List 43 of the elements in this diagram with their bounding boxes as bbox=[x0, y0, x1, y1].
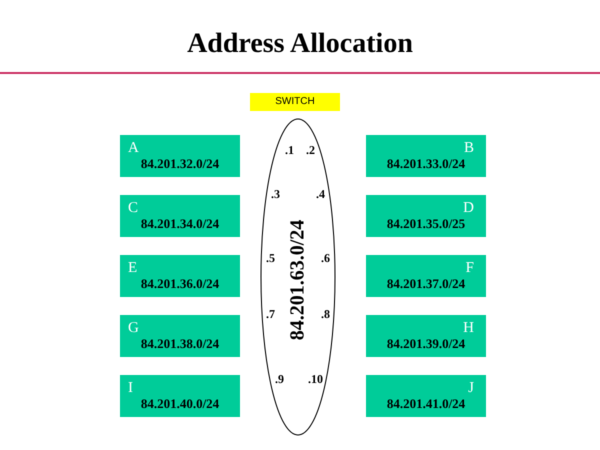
subnet-address: 84.201.36.0/24 bbox=[140, 276, 220, 292]
site-letter: F bbox=[466, 260, 474, 277]
switch-label: SWITCH bbox=[250, 93, 340, 111]
site-letter: J bbox=[468, 380, 474, 397]
port-address: .4 bbox=[316, 187, 325, 202]
subnet-address: 84.201.40.0/24 bbox=[140, 396, 220, 412]
port-address: .2 bbox=[306, 143, 315, 158]
subnet-address: 84.201.33.0/24 bbox=[386, 156, 466, 172]
subnet-box bbox=[120, 255, 240, 297]
subnet-address: 84.201.32.0/24 bbox=[140, 156, 220, 172]
port-address: .5 bbox=[266, 251, 275, 266]
subnet-box bbox=[366, 135, 486, 177]
subnet-box bbox=[366, 255, 486, 297]
site-letter: I bbox=[128, 380, 133, 397]
subnet-address: 84.201.38.0/24 bbox=[140, 336, 220, 352]
subnet-box bbox=[366, 375, 486, 417]
port-address: .6 bbox=[321, 251, 330, 266]
subnet-box bbox=[366, 315, 486, 357]
subnet-box bbox=[120, 375, 240, 417]
port-address: .7 bbox=[266, 307, 275, 322]
site-letter: G bbox=[128, 320, 139, 337]
port-address: .3 bbox=[271, 187, 280, 202]
subnet-box bbox=[120, 135, 240, 177]
subnet-address: 84.201.63.0/24 bbox=[286, 220, 310, 340]
site-letter: B bbox=[464, 140, 474, 157]
port-address: .9 bbox=[275, 372, 284, 387]
slide-title: Address Allocation bbox=[186, 28, 414, 60]
subnet-address: 84.201.37.0/24 bbox=[386, 276, 466, 292]
site-letter: E bbox=[128, 260, 138, 277]
subnet-address: 84.201.35.0/25 bbox=[386, 216, 466, 232]
site-letter: H bbox=[463, 320, 474, 337]
subnet-box bbox=[366, 195, 486, 237]
port-address: .10 bbox=[308, 372, 323, 387]
port-address: .8 bbox=[321, 307, 330, 322]
subnet-address: 84.201.34.0/24 bbox=[140, 216, 220, 232]
site-letter: D bbox=[463, 200, 474, 217]
site-letter: A bbox=[128, 140, 139, 157]
site-letter: C bbox=[128, 200, 138, 217]
port-address: .1 bbox=[285, 143, 294, 158]
subnet-address: 84.201.41.0/24 bbox=[386, 396, 466, 412]
subnet-address: 84.201.39.0/24 bbox=[386, 336, 466, 352]
subnet-box bbox=[120, 315, 240, 357]
subnet-box bbox=[120, 195, 240, 237]
